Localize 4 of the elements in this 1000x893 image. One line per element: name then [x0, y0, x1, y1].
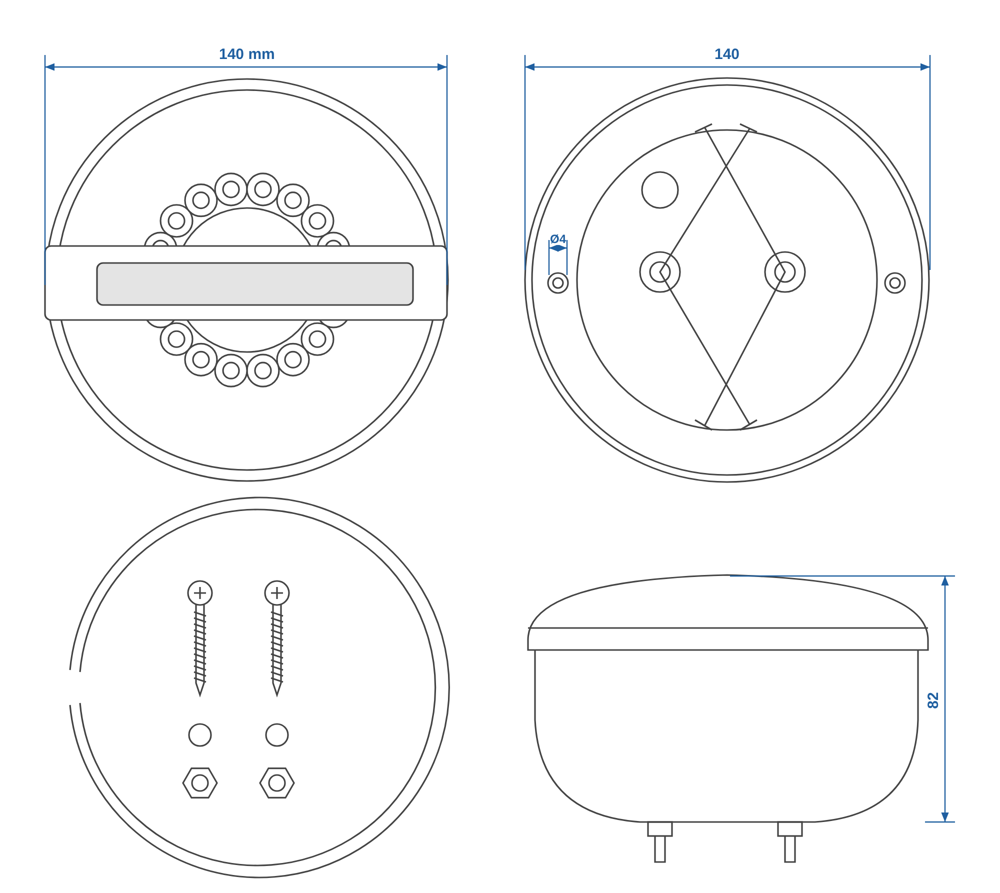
dimension-label: 140 — [714, 46, 740, 62]
dimension-label: 140 mm — [219, 46, 275, 62]
dimension-label: Ø4 — [550, 233, 566, 245]
dimension-label: 82 — [925, 692, 940, 708]
